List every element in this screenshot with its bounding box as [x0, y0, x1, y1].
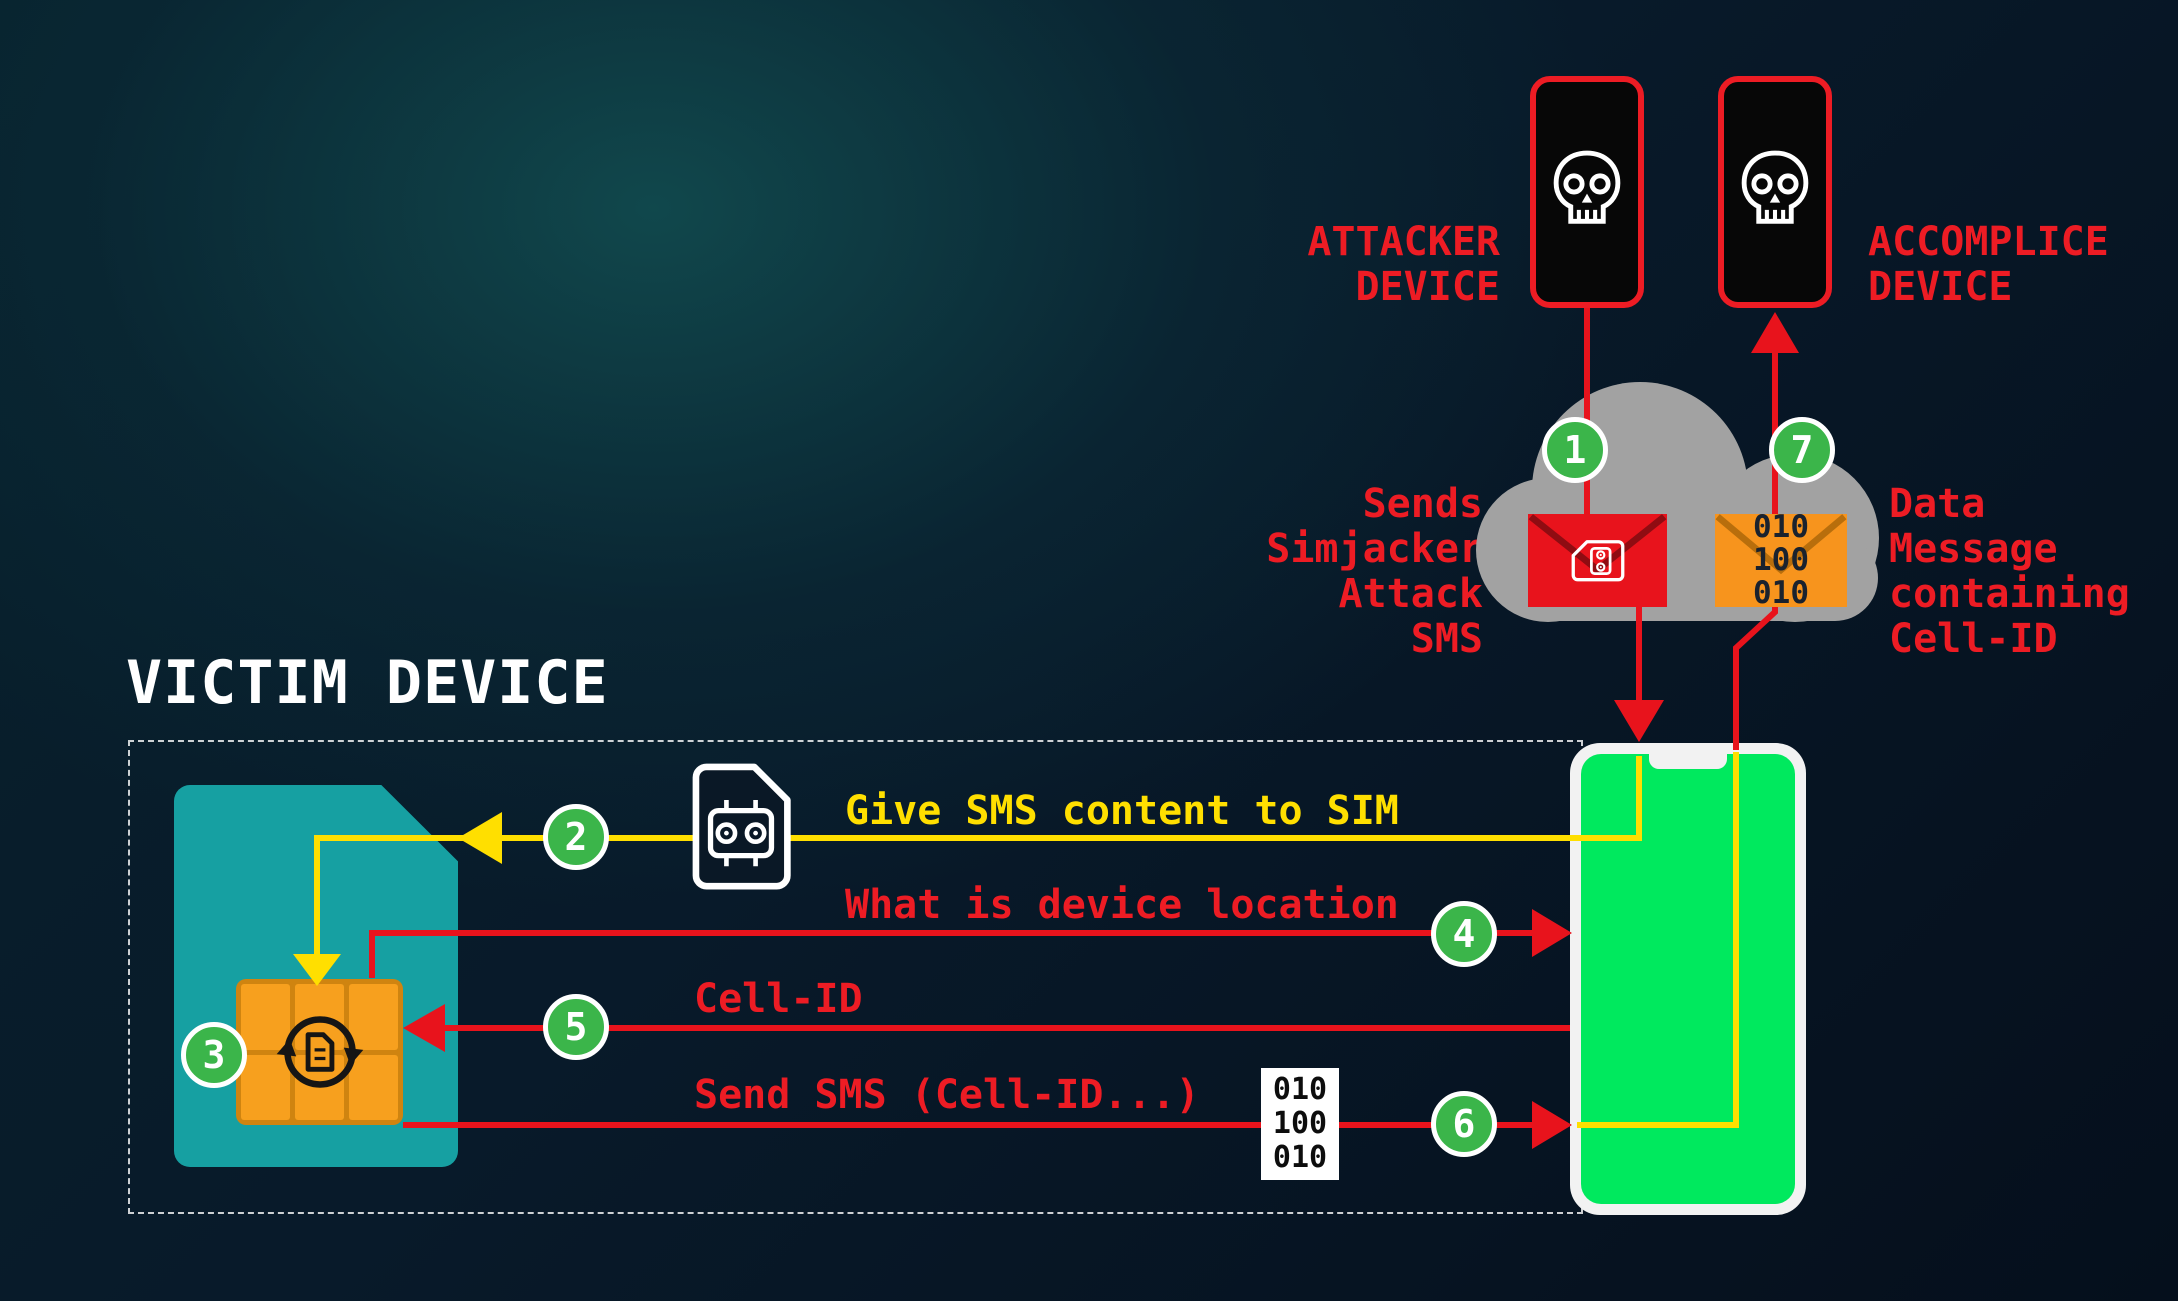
victim-phone: [1570, 743, 1806, 1215]
accomplice-phone: [1718, 76, 1832, 308]
victim-device-title: VICTIM DEVICE: [126, 648, 609, 718]
step-badge-7: 7: [1769, 417, 1835, 483]
victim-phone-notch: [1649, 753, 1727, 769]
victim-sim-card: [174, 785, 458, 1167]
step-badge-6: 6: [1431, 1091, 1497, 1157]
accomplice-device-label: ACCOMPLICE DEVICE: [1868, 219, 2109, 310]
attacker-phone: [1530, 76, 1644, 308]
device-location-message: What is device location: [845, 882, 1399, 928]
step-badge-1: 1: [1542, 417, 1608, 483]
sim-card-icon: [692, 763, 791, 890]
chip-contact-pad: [349, 1054, 398, 1120]
chip-contact-pad: [241, 984, 290, 1050]
envelope-binary-text: 010 100 010: [1753, 509, 1809, 611]
chip-contact-pad: [349, 984, 398, 1050]
cell-id-message: Cell-ID: [694, 976, 863, 1022]
step-badge-5: 5: [543, 994, 609, 1060]
send-sms-message: Send SMS (Cell-ID...): [694, 1072, 1200, 1118]
victim-phone-screen: [1581, 754, 1795, 1204]
attacker-device-label: ATTACKER DEVICE: [1307, 219, 1500, 310]
skull-icon: [1741, 150, 1809, 224]
data-message-label: Data Message containing Cell-ID: [1889, 481, 2130, 662]
step-badge-4: 4: [1431, 901, 1497, 967]
attack-sms-envelope: [1528, 514, 1667, 607]
skull-icon: [1553, 150, 1621, 224]
sim-refresh-icon: [276, 1016, 363, 1088]
sms-binary-box: 010 100 010: [1261, 1068, 1339, 1180]
sim-card-icon: [1571, 539, 1624, 581]
step-badge-2: 2: [543, 804, 609, 870]
give-sms-message: Give SMS content to SIM: [845, 788, 1399, 834]
chip-contact-pad: [241, 1054, 290, 1120]
sim-chip: [236, 979, 403, 1125]
sends-simjacker-label: Sends Simjacker Attack SMS: [1266, 481, 1483, 662]
step-badge-3: 3: [181, 1022, 247, 1088]
data-message-envelope: 010 100 010: [1715, 509, 1847, 611]
